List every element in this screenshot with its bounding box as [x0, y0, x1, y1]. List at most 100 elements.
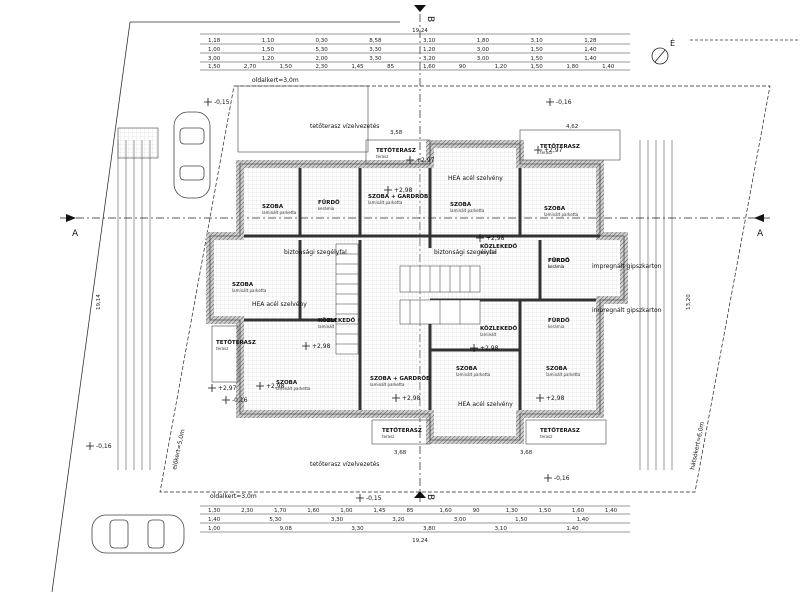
dimension-value: 1,50	[531, 47, 544, 53]
dimension-value: 1,50	[262, 47, 275, 53]
dimension-value: 90	[473, 508, 480, 514]
room-floor-finish: laminált parketta	[232, 288, 267, 293]
dimension-value: 1,40	[602, 64, 615, 70]
room-name: FÜRDŐ	[318, 199, 340, 206]
car-top-icon	[173, 111, 211, 199]
dimension-value: 3,30	[369, 56, 382, 62]
dimension-value: 1,50	[280, 64, 293, 70]
room-name: KÖZLEKEDŐ	[480, 243, 518, 250]
dimension-value: 3,20	[423, 56, 436, 62]
steel-label-3: HEA acél szelvény	[458, 401, 513, 408]
dimension-value: 1,40	[605, 508, 618, 514]
drainage-top-label: tetőterasz vízelvezetés	[310, 123, 379, 130]
dimension-value: 1,00	[208, 526, 221, 532]
room-floor-finish: kerámia	[318, 206, 335, 211]
level-value: +2,98	[402, 395, 421, 402]
room-floor-finish: laminált parketta	[544, 212, 579, 217]
dim-mid-1: 3,58	[390, 130, 403, 136]
dimension-value: 1,60	[440, 508, 453, 514]
room-floor-finish: kerámia	[548, 264, 565, 269]
room-name: SZOBA	[232, 282, 254, 288]
level-value: -0,16	[232, 397, 248, 404]
dimension-value: 1,50	[208, 64, 221, 70]
level-value: -0,16	[556, 99, 572, 106]
room-name: TETŐTERASZ	[540, 427, 580, 434]
room-floor-finish: laminált parketta	[368, 200, 403, 205]
dimension-value: 1,40	[577, 517, 590, 523]
room-name: FÜRDŐ	[548, 257, 570, 264]
level-markers: -0,15-0,16-0,16-0,16-0,16-0,15+2,97+2,97…	[86, 98, 572, 502]
gypsum-label-2: impregnált gipszkarton	[592, 307, 662, 314]
room-name: SZOBA	[450, 202, 472, 208]
dimension-value: 1,80	[566, 64, 579, 70]
dimension-value: 5,30	[316, 47, 329, 53]
dimension-value: 1,40	[208, 517, 221, 523]
dimension-value: 3,10	[531, 38, 544, 44]
dimension-value: 1,40	[566, 526, 579, 532]
level-marker-icon	[384, 186, 392, 194]
north-label: É	[670, 37, 675, 48]
dimension-value: 1,20	[423, 47, 436, 53]
room-floor-finish: laminált parketta	[546, 372, 581, 377]
level-marker-icon	[356, 494, 364, 502]
dimension-value: 3,10	[495, 526, 508, 532]
level-marker-icon	[546, 98, 554, 106]
dimension-value: 8,58	[369, 38, 382, 44]
dimension-value: 1,50	[531, 56, 544, 62]
right-dimension-lines	[639, 140, 673, 470]
level-marker-icon	[204, 98, 212, 106]
dimension-value: 2,30	[241, 508, 254, 514]
level-marker-icon	[476, 234, 484, 242]
level-value: +2,97	[416, 157, 435, 164]
dim-mid-3: 3,68	[394, 450, 407, 456]
level-marker-icon	[406, 156, 414, 164]
room-name: SZOBA + GARDRÓB	[370, 375, 430, 382]
room-name: TETŐTERASZ	[382, 427, 422, 434]
steel-label-1: HEA acél szelvény	[448, 175, 503, 182]
dimension-value: 3,10	[423, 38, 436, 44]
room-name: SZOBA	[544, 206, 566, 212]
gypsum-label-1: impregnált gipszkarton	[592, 263, 662, 270]
dimension-value: 0,30	[316, 38, 329, 44]
dimension-value: 1,50	[515, 517, 528, 523]
section-a-left: A	[72, 229, 79, 239]
room-floor-finish: laminált	[480, 250, 497, 255]
dimension-value: 3,00	[477, 56, 490, 62]
staircase-right	[399, 265, 481, 325]
dimension-value: 1,45	[351, 64, 364, 70]
level-marker-icon	[392, 394, 400, 402]
room-name: TETŐTERASZ	[540, 143, 580, 150]
dimension-value: 9,08	[280, 526, 293, 532]
dim-right-total: 13,20	[686, 294, 692, 310]
dimension-value: 1,00	[208, 47, 221, 53]
section-b-bottom: B	[425, 494, 435, 500]
dimension-value: 3,30	[331, 517, 344, 523]
dim-mid-4: 3,68	[520, 450, 533, 456]
bottom-dimension-lines	[200, 505, 630, 533]
level-marker-icon	[544, 474, 552, 482]
front-yard-label: előkert=5,0m	[171, 428, 186, 470]
steel-label-2: HEA acél szelvény	[252, 301, 307, 308]
room-floor-finish: laminált parketta	[262, 210, 297, 215]
dimension-value: 5,30	[269, 517, 282, 523]
dimension-value: 3,00	[454, 517, 467, 523]
room-name: KÖZLEKEDŐ	[318, 317, 356, 324]
room-labels: TETŐTERASZteraszTETŐTERASZteraszSZOBAlam…	[216, 143, 581, 439]
level-marker-icon	[470, 344, 478, 352]
top-dimension-lines	[200, 33, 630, 71]
section-markers	[66, 5, 764, 498]
section-a-right: A	[757, 229, 764, 239]
side-yard-bottom-label: oldalkert=3,0m	[210, 493, 257, 500]
level-value: +2,98	[394, 187, 413, 194]
dimension-value: 1,50	[539, 508, 552, 514]
dimension-value: 90	[459, 64, 466, 70]
car-bottom-icon	[91, 514, 185, 554]
level-marker-icon	[536, 394, 544, 402]
dim-mid-2: 4,62	[566, 124, 578, 130]
safety-wall-label-1: biztonsági szegélyfal	[284, 249, 347, 256]
room-floor-finish: laminált parketta	[450, 208, 485, 213]
room-name: TETŐTERASZ	[376, 147, 416, 154]
dimension-value: 1,45	[373, 508, 386, 514]
